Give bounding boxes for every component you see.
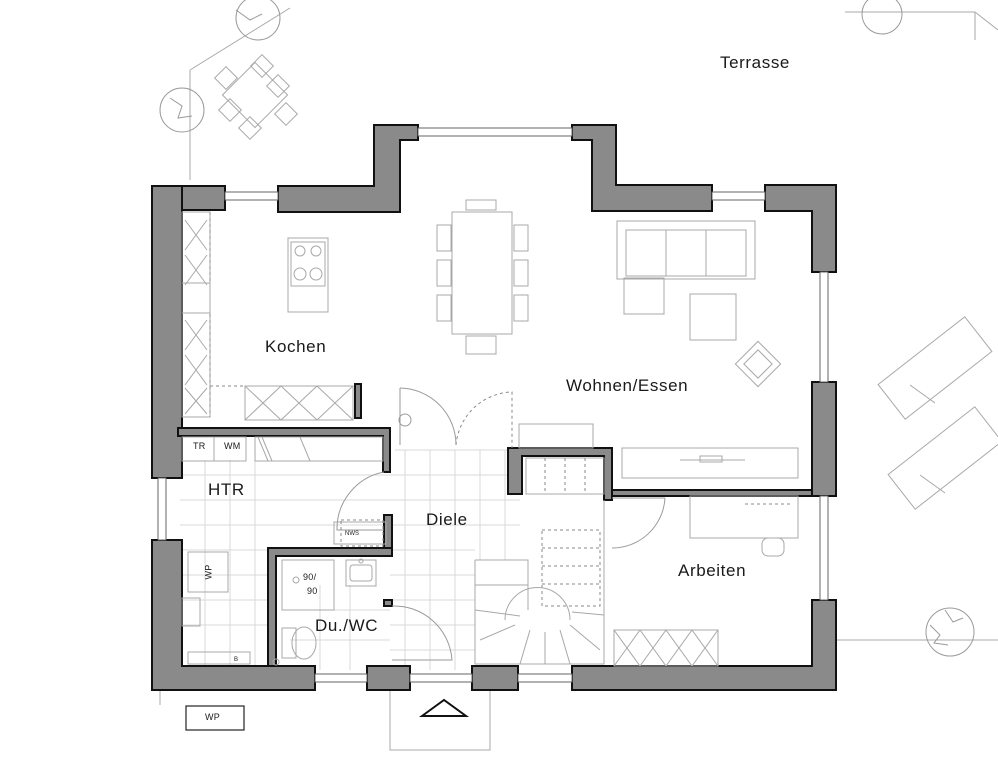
sun-loungers (877, 316, 998, 510)
tile-grid (180, 449, 520, 670)
washer-label: WM (224, 441, 241, 451)
office-label: Arbeiten (678, 561, 747, 580)
doors (336, 387, 666, 661)
bathroom-fixtures (272, 558, 377, 666)
living-dining-label: Wohnen/Essen (566, 376, 689, 395)
shower-wc-label: Du./WC (315, 616, 379, 635)
utility-room-label: HTR (208, 480, 245, 499)
walls (151, 124, 837, 691)
garden-outlines (159, 7, 998, 751)
kitchen-label: Kochen (265, 337, 327, 356)
utility-fixtures (181, 436, 387, 665)
shower-size-bottom: 90 (307, 586, 318, 596)
kitchen-fixtures (181, 211, 354, 421)
outdoor-heat-pump-box (185, 705, 245, 731)
office-furniture (613, 495, 799, 667)
plant-icons (159, 0, 975, 657)
staircase (474, 457, 605, 665)
dryer-label: TR (193, 441, 206, 451)
boiler-tag-label: B (234, 657, 239, 663)
water-heater-label: NWS (345, 531, 359, 537)
heat-pump-inside-label: WP (203, 564, 214, 580)
shower-size-top: 90/ (303, 572, 317, 582)
windows (157, 127, 829, 683)
terrace-label: Terrasse (720, 53, 790, 72)
living-furniture (518, 220, 799, 479)
patio-table-set (213, 53, 299, 141)
entrance-triangle-icon (418, 698, 470, 717)
dining-table-set (436, 199, 529, 355)
hall-label: Diele (426, 510, 468, 529)
heat-pump-outside-label: WP (205, 712, 221, 722)
